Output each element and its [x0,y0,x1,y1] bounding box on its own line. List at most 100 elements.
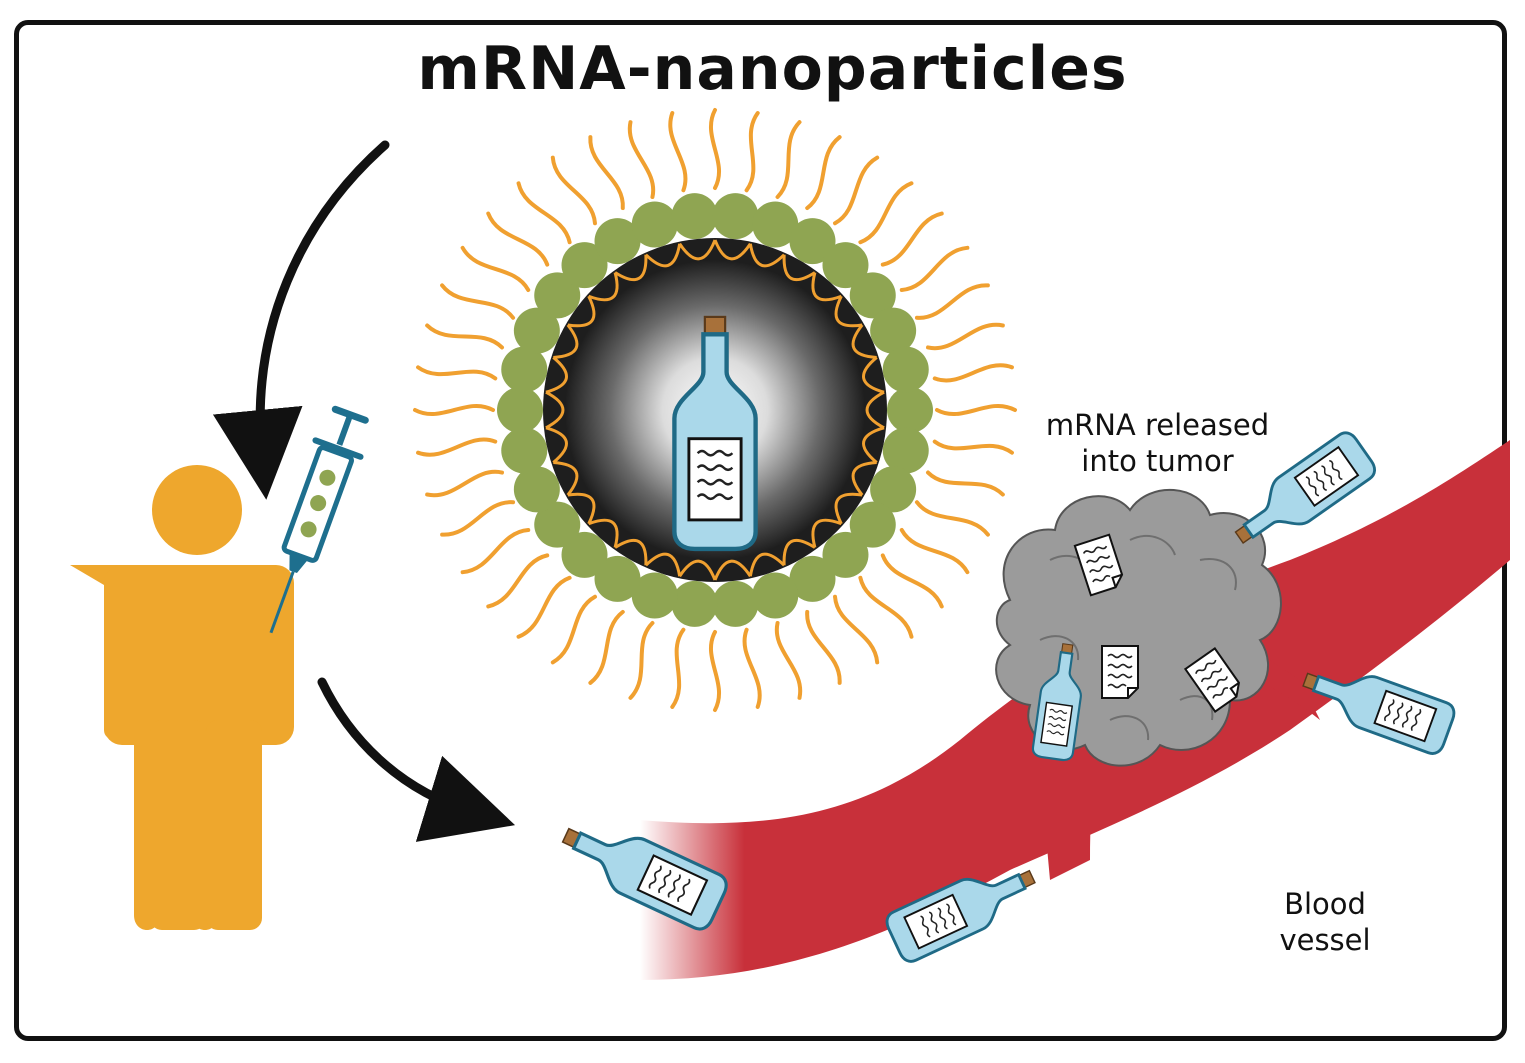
lipid-head [822,531,869,578]
lipid-loop [567,295,596,328]
arrow-icon [317,677,516,842]
lipid-tail [899,245,970,292]
lipid-tail [880,211,944,267]
lipid-tail [413,403,495,417]
lipid-head [594,218,641,265]
lipid-head [789,555,836,602]
lipid-tail [858,575,914,639]
lipid-head [752,201,799,248]
lipid-tail [460,528,531,575]
lipid-tail [914,283,990,320]
lipid-head [534,272,581,319]
lipid-tail [486,211,550,267]
lipid-loop [588,518,619,548]
lipid-tail [670,627,686,709]
lipid-loop [811,272,842,302]
lipid-tail [628,621,655,700]
vessel-label: Blood vessel [1255,886,1395,958]
page-title: mRNA-nanoparticles [417,34,1128,104]
lipid-tail [914,500,990,537]
lipid-head [822,242,869,289]
lipid-tail [425,469,504,498]
lipid-tail [858,181,914,245]
lipid-loop [782,254,816,282]
lipid-loop [851,461,877,496]
tumor-label: mRNA released into tumor [1020,407,1295,479]
lipid-loop [614,254,648,282]
lipid-heads [497,193,933,627]
lipid-tail [935,403,1017,417]
lipid-head [849,272,896,319]
lipid-head [561,242,608,289]
lipid-head [513,466,560,513]
lipid-loop [644,552,682,577]
lipid-head [594,555,641,602]
lipid-tail [744,111,760,193]
lipid-loop [865,390,885,430]
lipid-tail [588,609,625,685]
lipid-head [712,580,759,627]
lipid-head [501,427,548,474]
lipid-tail [588,135,625,211]
lipid-loop [588,272,619,302]
lipid-tail [833,594,880,665]
lipid-tail [486,553,550,609]
lipid-tail [516,181,572,245]
lipid-head [631,572,678,619]
nanoparticle-icon [413,108,1017,712]
lipid-head [712,193,759,240]
lipid-head [849,501,896,548]
lipid-loop [553,324,579,359]
lipid-tail [627,120,656,199]
lipid-tail [440,500,516,537]
lipid-loop [644,243,682,268]
lipid-head [789,218,836,265]
lipid-loop [811,518,842,548]
lipid-tail [440,283,516,320]
lipid-loop [678,559,717,581]
lipid-tail [926,322,1005,351]
lipid-loop [553,461,579,496]
mrna-note-icon [1101,645,1139,699]
inner-lipid-loops [545,239,885,581]
lipid-tail [774,621,803,700]
lipid-tail [550,594,597,665]
lipid-loop [614,538,648,566]
lipid-tail [460,245,531,292]
lipid-head [671,580,718,627]
arrow-icon [212,140,390,500]
tumor-label-line1: mRNA released [1045,408,1270,442]
lipid-loop [545,390,565,430]
lipid-loop [862,356,885,394]
syringe-icon [269,405,369,634]
lipid-tail [899,528,970,575]
lipid-loop [567,492,596,525]
lipid-head [870,466,917,513]
lipid-head [561,531,608,578]
lipid-tail [833,155,880,226]
lipid-head [534,501,581,548]
lipid-head [671,193,718,240]
lipid-head [882,346,929,393]
lipid-loop [545,356,568,394]
lipid-loop [834,295,863,328]
vessel-label-line1: Blood [1284,887,1366,921]
lipid-loop [851,324,877,359]
lipid-tail [550,155,597,226]
lipid-tails [413,108,1017,712]
lipid-tail [932,439,1014,455]
lipid-loop [545,426,568,464]
lipid-head [513,307,560,354]
lipid-tail [880,553,944,609]
lipid-tail [425,323,504,350]
lipid-head [887,387,933,433]
lipid-tail [668,111,688,193]
lipid-tail [775,120,802,199]
lipid-head [501,346,548,393]
lipid-head [497,387,543,433]
lipid-loop [782,538,816,566]
lipid-loop [834,492,863,525]
lipid-tail [708,108,722,190]
lipid-tail [742,627,762,709]
